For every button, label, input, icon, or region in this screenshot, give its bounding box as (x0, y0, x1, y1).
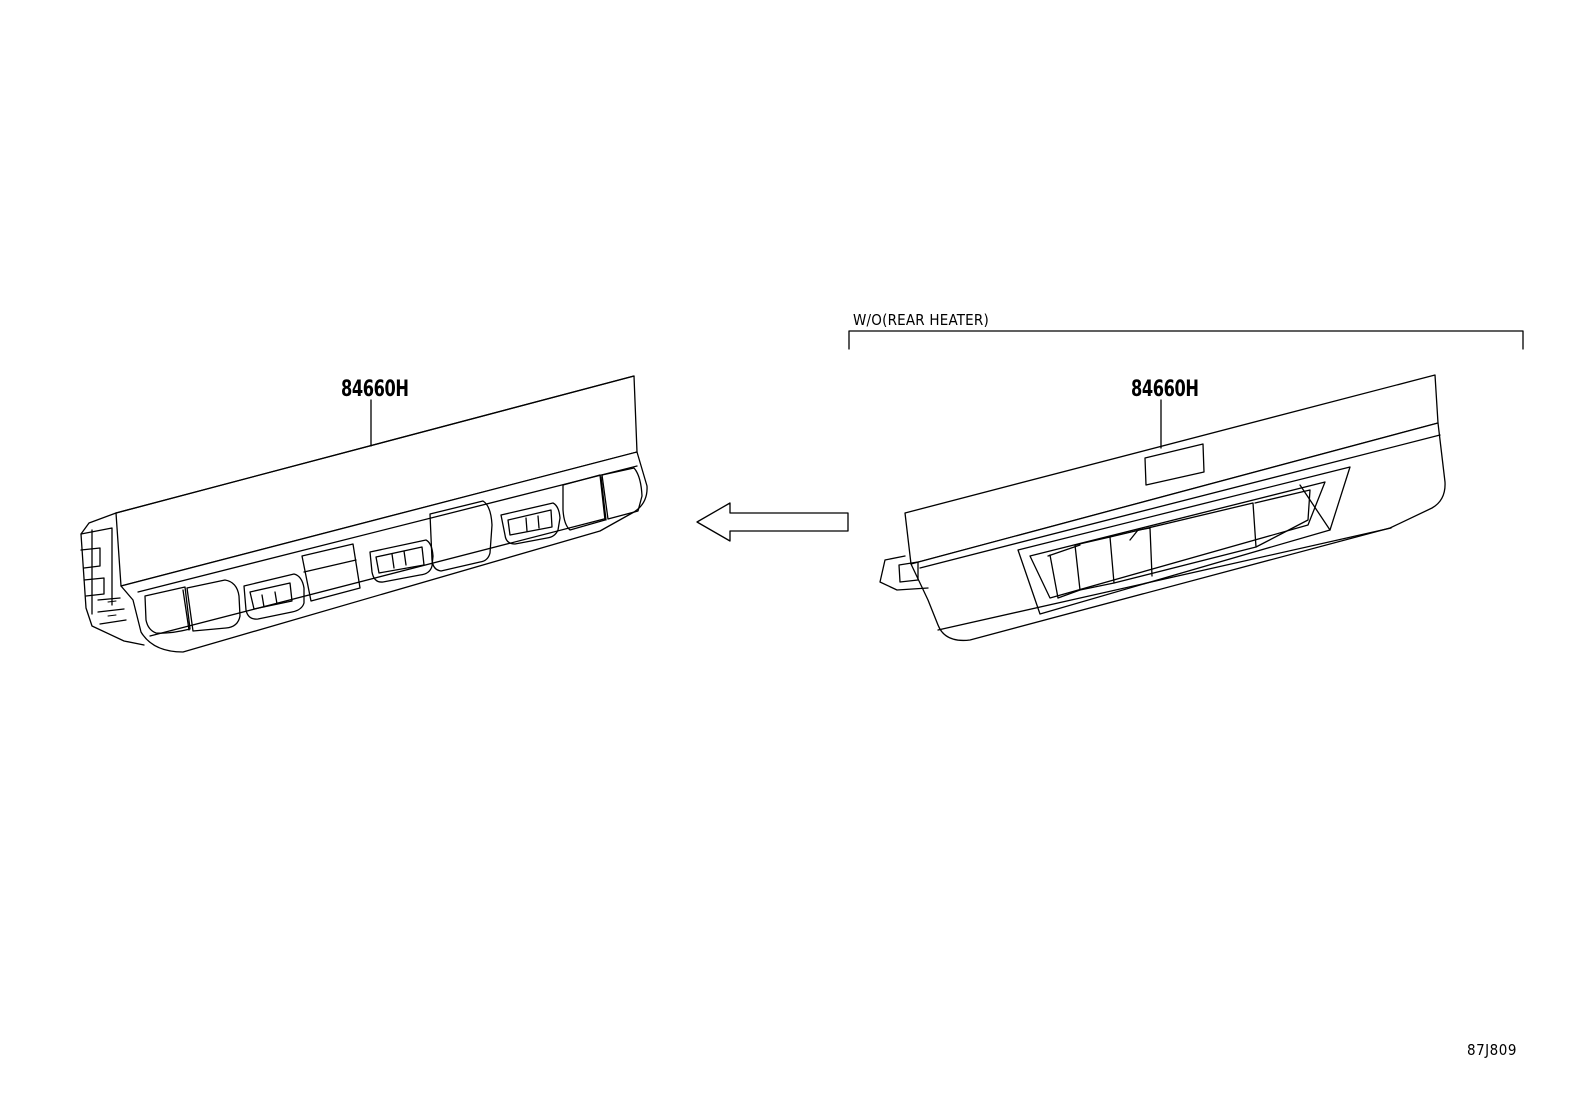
drawing-reference: 87J809 (1467, 1041, 1517, 1059)
switch-assembly-with-buttons (81, 376, 647, 652)
switch-assembly-blank (880, 375, 1445, 640)
part-number-right: 84660H (1131, 377, 1199, 402)
condition-bracket (849, 331, 1523, 349)
condition-note: W/O(REAR HEATER) (853, 311, 989, 329)
part-number-left: 84660H (341, 377, 409, 402)
left-arrow-icon (697, 503, 848, 541)
